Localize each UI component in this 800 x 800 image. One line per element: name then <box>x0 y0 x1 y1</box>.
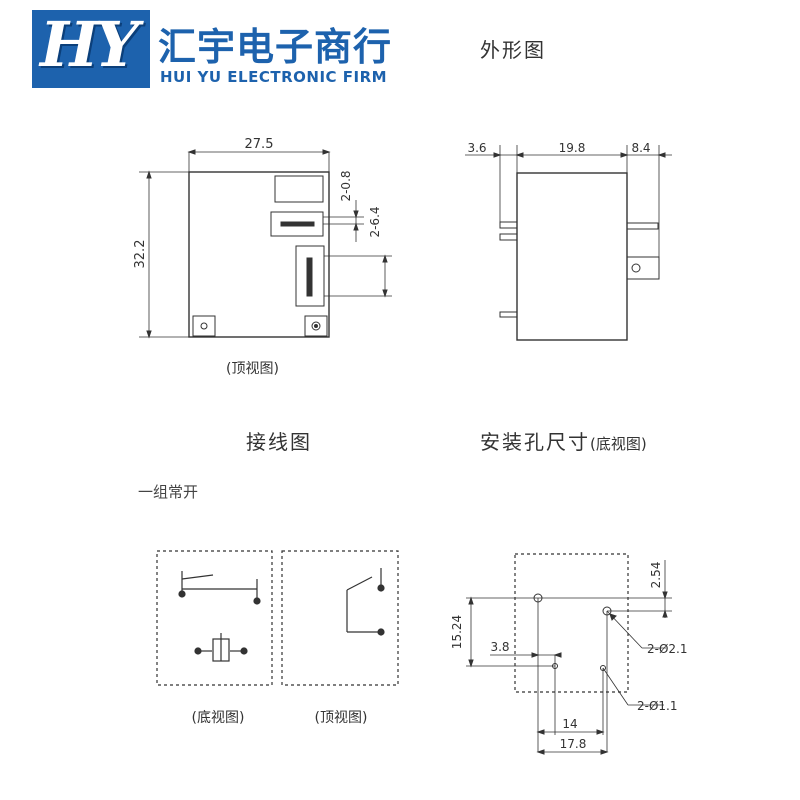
mount-title-suffix: (底视图) <box>590 435 647 453</box>
dim-width-label: 27.5 <box>245 137 274 152</box>
hole-small-label: 2-Ø1.1 <box>637 699 678 713</box>
wiring-bottom-frame <box>156 550 273 686</box>
dim-3.8-label: 3.8 <box>490 640 509 654</box>
dim-14-label: 14 <box>562 717 577 731</box>
terminal-top <box>274 175 324 203</box>
dim-17.8-label: 17.8 <box>560 737 587 751</box>
brand-name-en: HUI YU ELECTRONIC FIRM <box>160 68 388 86</box>
terminal-side <box>295 245 325 307</box>
wiring-top-view <box>281 550 399 686</box>
side-pin-2 <box>499 233 518 241</box>
side-view-drawing <box>465 145 672 341</box>
dim-15.24-label: 15.24 <box>450 615 464 649</box>
top-view-caption: (顶视图) <box>226 361 279 377</box>
mount-title: 安装孔尺寸(底视图) <box>480 426 647 455</box>
dim-3.6-label: 3.6 <box>467 141 486 155</box>
logo-letters: HY <box>40 8 139 81</box>
dim-19.8-label: 19.8 <box>559 141 586 155</box>
dim-2-6.4-label: 2-6.4 <box>368 206 382 237</box>
wiring-title: 接线图 <box>246 430 312 454</box>
mount-hole-drawing <box>466 553 672 755</box>
side-quick-connect <box>626 256 660 280</box>
dim-2.54-label: 2.54 <box>649 562 663 589</box>
top-view-body <box>188 171 330 338</box>
mount-title-main: 安装孔尺寸 <box>480 430 590 454</box>
wiring-bottom-view <box>156 550 273 686</box>
logo-badge <box>32 10 150 88</box>
side-view-body <box>516 172 628 341</box>
side-pin-1 <box>499 221 518 229</box>
wiring-bottom-caption: (底视图) <box>192 710 245 726</box>
wiring-top-frame <box>281 550 399 686</box>
side-pin-3 <box>499 311 518 318</box>
side-pin-right-top <box>626 222 659 230</box>
contact-form-label: 一组常开 <box>138 483 199 501</box>
outline-title: 外形图 <box>480 38 546 62</box>
hole-large-label: 2-Ø2.1 <box>647 642 688 656</box>
hole-left <box>192 315 216 337</box>
brand-name-cn: 汇宇电子商行 <box>158 25 393 69</box>
dim-height-label: 32.2 <box>133 240 148 269</box>
wiring-top-caption: (顶视图) <box>315 710 368 726</box>
mount-frame <box>514 553 629 693</box>
dim-8.4-label: 8.4 <box>631 141 650 155</box>
top-view-drawing <box>139 149 392 339</box>
dim-2-0.8-label: 2-0.8 <box>339 170 353 201</box>
hole-right <box>304 315 328 337</box>
